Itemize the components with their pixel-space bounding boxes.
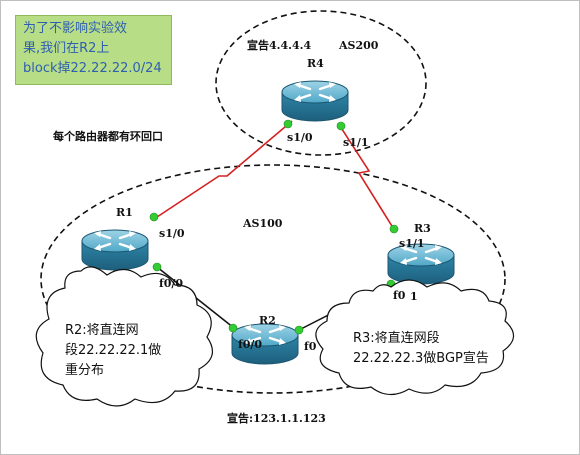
cloud-text-r2: R2:将直连网 段22.22.22.1做 重分布 (65, 321, 161, 381)
cloud-text-line: 22.22.22.3做BGP宣告 (353, 349, 489, 369)
iface-label-r2-f00: f0/0 (238, 338, 262, 351)
as200-announce-label: 宣告4.4.4.4 (247, 37, 311, 53)
serial-link-r4-r1 (154, 121, 292, 219)
loopback-note: 每个路由器都有环回口 (53, 128, 163, 144)
port-dot-r1-s10 (150, 213, 158, 221)
as100-name-label: AS100 (243, 217, 282, 230)
as100-announce-label: 宣告:123.1.1.123 (227, 410, 326, 426)
iface-label-r4-s10: s1/0 (287, 131, 313, 144)
iface-label-r3-f0-tail: 1 (410, 290, 418, 303)
as200-name-label: AS200 (339, 39, 378, 52)
router-label-r4: R4 (307, 57, 324, 70)
iface-label-r1-s10: s1/0 (159, 227, 185, 240)
router-label-r1: R1 (116, 206, 133, 219)
note-line: 果,我们在R2上 (23, 39, 164, 59)
router-r3[interactable] (388, 244, 454, 284)
port-dot-r4-s10 (284, 120, 292, 128)
router-r1[interactable] (82, 230, 148, 270)
note-line: block掉22.22.22.0/24 (23, 59, 164, 79)
iface-label-r1-f00: f0/0 (159, 277, 183, 290)
port-dot-r2-f0 (295, 326, 303, 334)
experiment-note: 为了不影响实验效 果,我们在R2上 block掉22.22.22.0/24 (15, 15, 172, 85)
cloud-text-line: R3:将直连网段 (353, 329, 489, 349)
cloud-text-line: R2:将直连网 (65, 321, 161, 341)
cloud-text-r3: R3:将直连网段 22.22.22.3做BGP宣告 (353, 329, 489, 369)
router-label-r2: R2 (259, 314, 276, 327)
cloud-text-line: 重分布 (65, 361, 161, 381)
iface-label-r4-s11: s1/1 (343, 136, 369, 149)
port-dot-r2-f00 (229, 324, 237, 332)
router-label-r3: R3 (414, 222, 431, 235)
iface-label-r3-s11: s1/1 (399, 237, 425, 250)
iface-label-r3-f0: f0 (393, 289, 405, 302)
port-dot-r4-s11 (337, 122, 345, 130)
port-dot-r3-s11 (390, 225, 398, 233)
iface-label-r2-f0: f0 (304, 340, 316, 353)
cloud-text-line: 段22.22.22.1做 (65, 341, 161, 361)
router-r4[interactable] (282, 81, 348, 121)
note-line: 为了不影响实验效 (23, 19, 164, 39)
port-dot-r1-f00 (153, 263, 161, 271)
